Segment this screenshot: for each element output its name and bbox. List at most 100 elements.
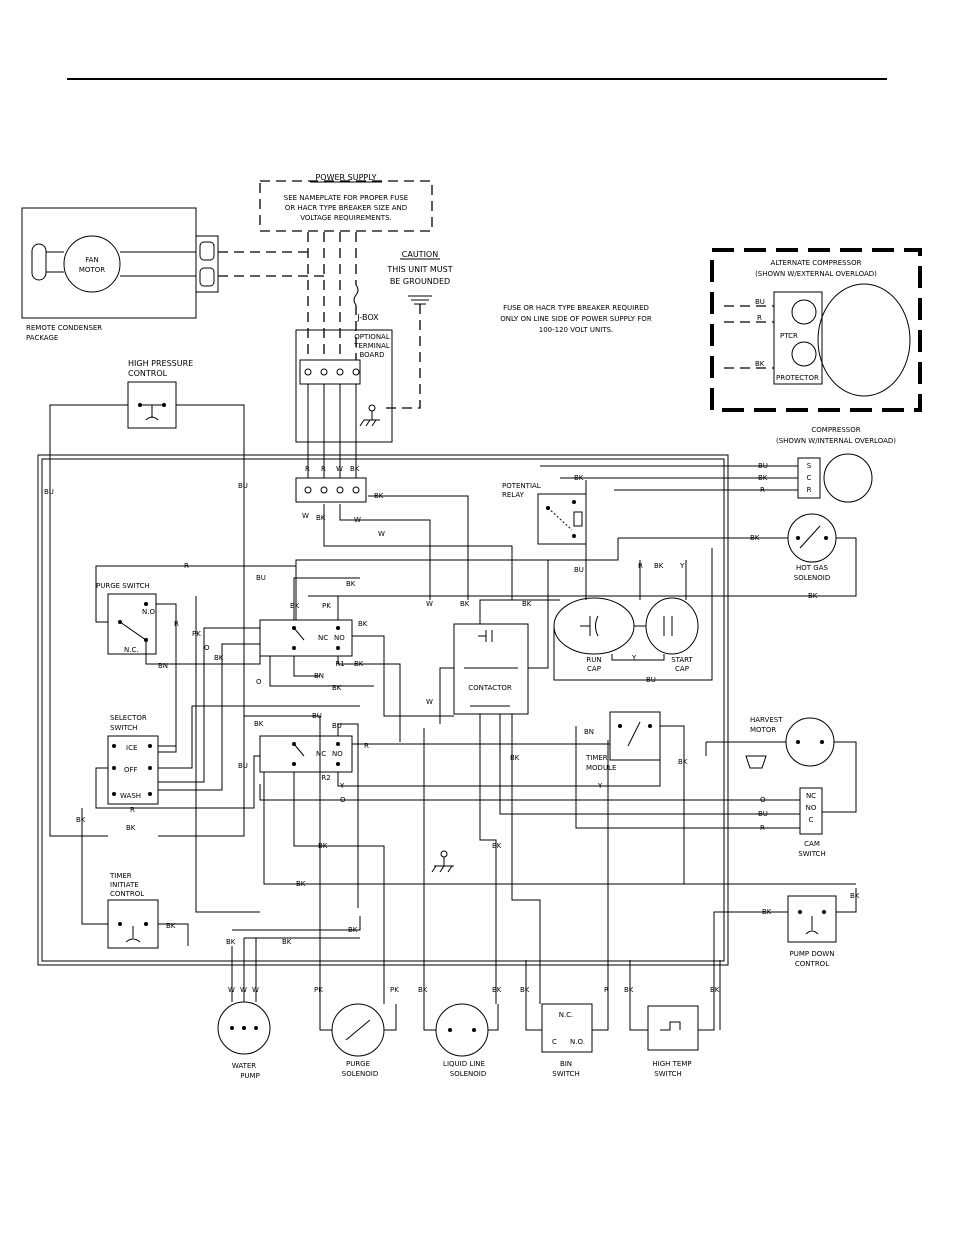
wire-label-bk-29: BK bbox=[226, 938, 236, 946]
wire-label-bu-4: BU bbox=[256, 574, 266, 582]
wire-label-pk-3: PK bbox=[314, 986, 323, 994]
compressor-title-1: COMPRESSOR bbox=[811, 426, 860, 434]
wire-label-w-7: W bbox=[240, 986, 247, 994]
fuse-note-1: FUSE OR HACR TYPE BREAKER REQUIRED bbox=[503, 304, 649, 312]
selector-ice: ICE bbox=[126, 744, 137, 752]
liquid-line-label-1: LIQUID LINE bbox=[443, 1060, 485, 1068]
cam-switch-label-1: CAM bbox=[804, 840, 820, 848]
cam-c: C bbox=[809, 816, 814, 824]
wire-label-bn-2: BN bbox=[314, 672, 324, 680]
jbox-terminal-2: TERMINAL bbox=[353, 342, 390, 350]
terminal-strip: R R W BK bbox=[295, 465, 367, 503]
wire-label-bk-9: BK bbox=[290, 602, 300, 610]
potential-relay-label-2: RELAY bbox=[502, 491, 525, 499]
wire-label-w-4: W bbox=[426, 600, 433, 608]
hot-gas-label-2: SOLENOID bbox=[794, 574, 830, 582]
jbox-terminal-1: OPTIONAL bbox=[354, 333, 390, 341]
cam-switch: NC NO C CAM SWITCH bbox=[798, 787, 826, 858]
wire-label-bk-12: BK bbox=[522, 600, 532, 608]
contactor: CONTACTOR bbox=[453, 623, 529, 715]
wire-label-bk-16: BK bbox=[254, 720, 264, 728]
fuse-note: FUSE OR HACR TYPE BREAKER REQUIRED ONLY … bbox=[500, 304, 652, 334]
wire-label-pk-4: PK bbox=[390, 986, 399, 994]
timer-module-label-1: TIMER bbox=[585, 754, 608, 762]
selector-wash: WASH bbox=[120, 792, 141, 800]
relay-r2-no: NO bbox=[332, 750, 343, 758]
selector-off: OFF bbox=[124, 766, 138, 774]
strip-wire-r2: R bbox=[321, 465, 326, 473]
alt-wire-bk: BK bbox=[755, 360, 765, 368]
wire-label-bk-17: BK bbox=[510, 754, 520, 762]
power-supply-title: POWER SUPPLY bbox=[315, 173, 376, 182]
wire-label-w-8: W bbox=[252, 986, 259, 994]
wire-label-bk-24: BK bbox=[850, 892, 860, 900]
hot-gas-label-1: HOT GAS bbox=[796, 564, 828, 572]
wire-label-bk-27: BK bbox=[348, 926, 358, 934]
wire-label-bk-5: BK bbox=[750, 534, 760, 542]
pump-down-label-1: PUMP DOWN bbox=[790, 950, 835, 958]
wire-label-y-2: Y bbox=[631, 654, 637, 662]
wire-label-r-2: R bbox=[184, 562, 189, 570]
alt-protector-label: PROTECTOR bbox=[776, 374, 819, 382]
fan-motor-label-2: MOTOR bbox=[79, 266, 105, 274]
wire-label-bu-5: BU bbox=[574, 566, 584, 574]
caution-block: CAUTION THIS UNIT MUST BE GROUNDED bbox=[380, 250, 453, 409]
bin-switch: N.C. C N.O. BIN SWITCH bbox=[541, 1003, 593, 1078]
fuse-note-2: ONLY ON LINE SIDE OF POWER SUPPLY FOR bbox=[500, 315, 652, 323]
timer-module-label-2: MODULE bbox=[586, 764, 616, 772]
wire-label-bk-21: BK bbox=[318, 842, 328, 850]
relay-r1-nc: NC bbox=[318, 634, 328, 642]
potential-relay-label-1: POTENTIAL bbox=[502, 482, 541, 490]
wire-label-bu-3: BU bbox=[758, 462, 768, 470]
wire-label-bk-15: BK bbox=[332, 684, 342, 692]
alt-compressor-title-1: ALTERNATE COMPRESSOR bbox=[771, 259, 862, 267]
wire-label-o-4: O bbox=[760, 796, 766, 804]
potential-relay: POTENTIAL RELAY bbox=[502, 482, 587, 545]
contactor-label: CONTACTOR bbox=[468, 684, 512, 692]
wire-label-bk-19: BK bbox=[76, 816, 86, 824]
wire-label-w-2: W bbox=[354, 516, 361, 524]
purge-switch-nc: N.C. bbox=[124, 646, 139, 654]
fuse-note-3: 100-120 VOLT UNITS. bbox=[539, 326, 613, 334]
remote-condenser: FAN MOTOR REMOTE CONDENSER PACKAGE bbox=[21, 207, 324, 342]
wire-label-bk-10: BK bbox=[358, 620, 368, 628]
selector-label-1: SELECTOR bbox=[110, 714, 147, 722]
relay-r2-nc: NC bbox=[316, 750, 326, 758]
wire-labels: BU BU BK W BK W W BK BU BK R BK BK R BU … bbox=[44, 462, 860, 994]
compressor-terminal-c: C bbox=[807, 474, 812, 482]
bin-nc: N.C. bbox=[559, 1011, 574, 1019]
wire-label-bk-25: BK bbox=[762, 908, 772, 916]
run-cap-label-1: RUN bbox=[586, 656, 601, 664]
wire-label-pk-2: PK bbox=[192, 630, 201, 638]
compressor: COMPRESSOR (SHOWN W/INTERNAL OVERLOAD) S… bbox=[776, 426, 896, 503]
cam-no: NO bbox=[806, 804, 817, 812]
wire-label-bk-26: BK bbox=[166, 922, 176, 930]
wire-label-pk-1: PK bbox=[322, 602, 331, 610]
purge-solenoid-label-2: SOLENOID bbox=[342, 1070, 378, 1078]
wire-label-bk-6: BK bbox=[808, 592, 818, 600]
fan-motor-label-1: FAN bbox=[85, 256, 98, 264]
condenser-package-1: REMOTE CONDENSER bbox=[26, 324, 102, 332]
water-pump-label-1: WATER bbox=[232, 1062, 256, 1070]
wire-label-bk-22: BK bbox=[492, 842, 502, 850]
purge-switch-no: N.O. bbox=[142, 608, 157, 616]
wire-label-bk-8: BK bbox=[654, 562, 664, 570]
wire-label-bk-31: BK bbox=[492, 986, 502, 994]
alternate-compressor: ALTERNATE COMPRESSOR (SHOWN W/EXTERNAL O… bbox=[710, 248, 922, 412]
bin-switch-label-1: BIN bbox=[560, 1060, 572, 1068]
wire-label-bk-11: BK bbox=[460, 600, 470, 608]
purge-solenoid-label-1: PURGE bbox=[346, 1060, 370, 1068]
start-capacitor: START CAP bbox=[645, 597, 699, 673]
wire-label-bn-3: BN bbox=[584, 728, 594, 736]
bin-switch-label-2: SWITCH bbox=[552, 1070, 579, 1078]
wire-label-o-3: O bbox=[340, 796, 346, 804]
condenser-package-2: PACKAGE bbox=[26, 334, 58, 342]
relay-r2: R2 NC NO bbox=[259, 735, 353, 782]
liquid-line-solenoid: LIQUID LINE SOLENOID bbox=[435, 1003, 489, 1078]
wire-label-bu-6: BU bbox=[646, 676, 656, 684]
wire-label-bk-33: BK bbox=[624, 986, 634, 994]
compressor-terminal-s: S bbox=[807, 462, 812, 470]
caution-title: CAUTION bbox=[402, 250, 438, 259]
wire-label-o-2: O bbox=[256, 678, 262, 686]
